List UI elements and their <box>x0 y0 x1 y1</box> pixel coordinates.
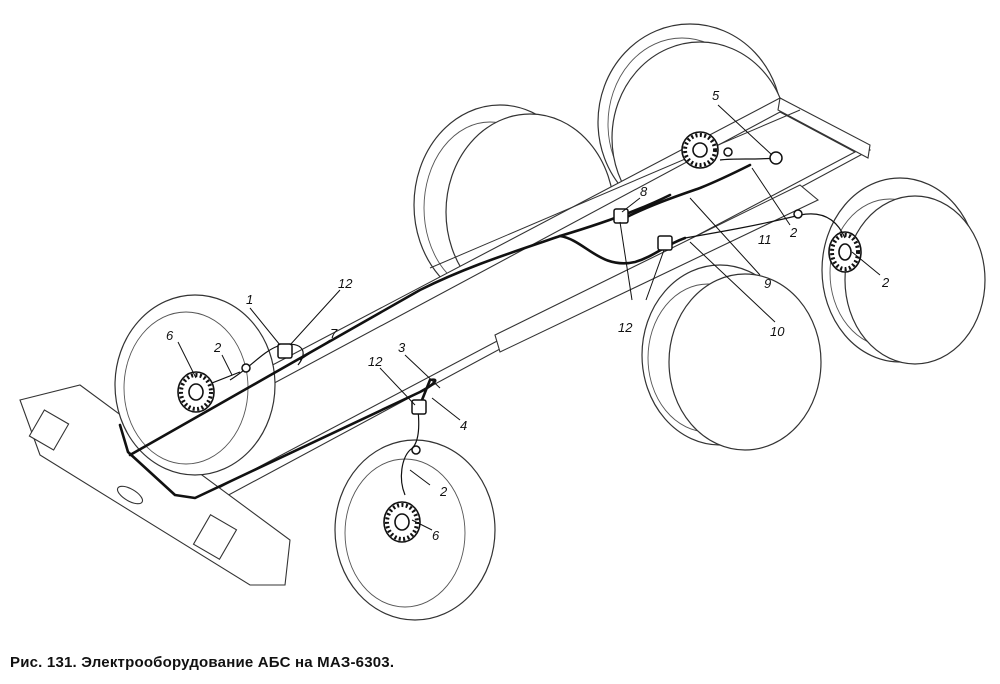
abs-tone-ring-front-right <box>383 501 421 543</box>
callout-7: 7 <box>330 326 338 341</box>
callout-11: 11 <box>758 232 772 247</box>
callout-8: 8 <box>640 184 648 199</box>
callout-leaders <box>177 104 881 531</box>
callout-5: 5 <box>712 88 720 103</box>
callout-4: 4 <box>460 418 467 433</box>
wheel-rear-right-2 <box>821 177 986 365</box>
callout-12: 12 <box>618 320 633 335</box>
front-bumper <box>19 384 291 586</box>
callout-2: 2 <box>439 484 448 499</box>
callout-1: 1 <box>246 292 253 307</box>
callout-12: 12 <box>368 354 383 369</box>
callout-3: 3 <box>398 340 406 355</box>
wheel-rear-right-1 <box>641 264 822 451</box>
abs-tone-ring-rear-upper <box>681 131 719 169</box>
callout-9: 9 <box>764 276 771 291</box>
callout-6: 6 <box>166 328 174 343</box>
abs-components <box>241 147 803 455</box>
abs-tone-ring-rear-right <box>828 231 862 273</box>
callout-10: 10 <box>770 324 785 339</box>
callout-2: 2 <box>213 340 222 355</box>
abs-wiring-diagram: 1 12 7 6 2 12 3 4 2 6 5 8 2 11 2 9 10 12 <box>19 23 986 621</box>
figure-caption: Рис. 131. Электрооборудование АБС на МАЗ… <box>10 654 395 671</box>
abs-tone-ring-front-left <box>177 371 215 413</box>
callout-2: 2 <box>789 225 798 240</box>
callout-labels: 1 12 7 6 2 12 3 4 2 6 5 8 2 11 2 9 10 12 <box>166 88 890 543</box>
chassis-frame <box>129 97 872 506</box>
callout-12: 12 <box>338 276 353 291</box>
callout-2: 2 <box>881 275 890 290</box>
callout-6: 6 <box>432 528 440 543</box>
